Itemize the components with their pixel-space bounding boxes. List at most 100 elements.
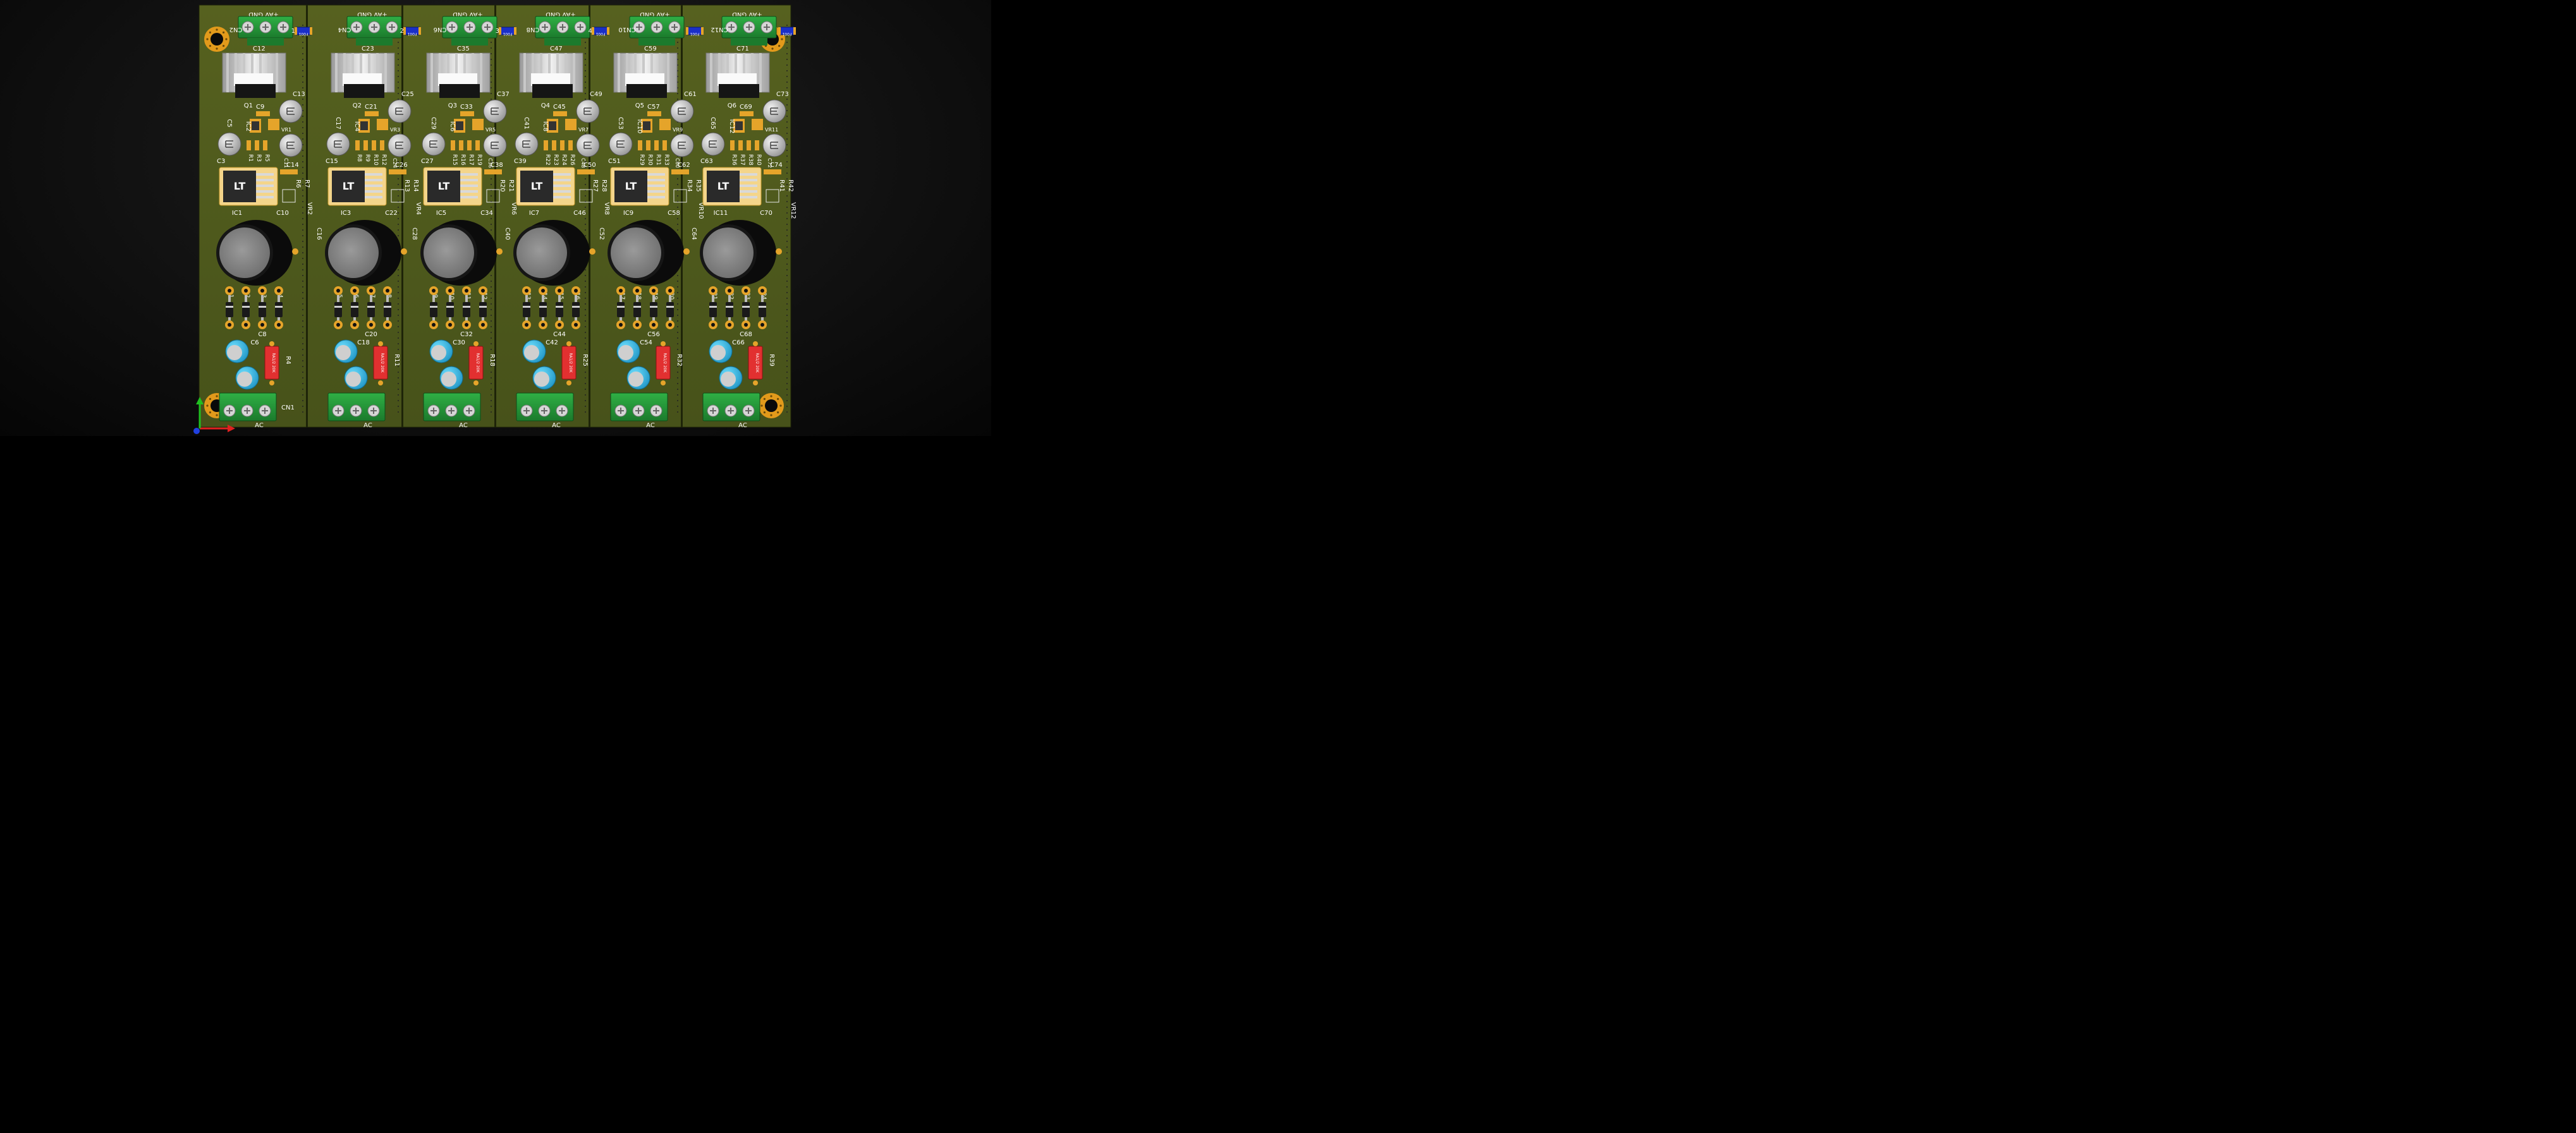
diode-band — [463, 306, 470, 308]
diode-body — [572, 302, 580, 317]
mounting-hole-via — [216, 47, 218, 50]
via-dot — [302, 82, 303, 83]
via-dot — [491, 82, 492, 83]
via-dot — [302, 110, 303, 111]
resistor-label: R29 — [638, 154, 645, 166]
heatsink-fin — [335, 53, 338, 92]
diode-hole — [668, 289, 672, 293]
cap-rect-small-label: C56 — [647, 331, 660, 338]
heatsink-fin — [759, 53, 762, 92]
heatsink-fin — [360, 53, 362, 92]
cap-right-bottom-mark — [286, 142, 295, 149]
bottom-ac-label: AC — [552, 422, 561, 429]
regulator-label: Q5 — [635, 102, 644, 109]
cap-right-bottom-label: C74 — [770, 162, 783, 169]
via-dot — [677, 406, 678, 407]
diode-lead — [745, 295, 747, 303]
big-cap-label: C40 — [504, 227, 511, 240]
via-dot — [585, 53, 586, 54]
resistor-label: R19 — [476, 154, 482, 166]
power-resistor-pad — [378, 341, 383, 346]
via-dot — [491, 207, 492, 208]
diode-hole — [277, 289, 281, 293]
fuse-label: F001 — [298, 32, 308, 36]
cap-right-top-label: C49 — [590, 91, 602, 98]
fuse-pad — [514, 27, 516, 35]
cap-bottom-small-label: C22 — [385, 210, 398, 217]
via-dot — [302, 25, 303, 26]
via-dot — [398, 195, 399, 197]
heatsink-fin — [243, 53, 245, 92]
via-dot — [302, 155, 303, 157]
resistor-pair-right-label: R28 — [601, 179, 607, 192]
op-ic-label: IC2 — [245, 121, 252, 131]
via-dot — [585, 235, 586, 236]
diode-hole — [386, 289, 389, 293]
trim-bottom-outline — [579, 189, 593, 203]
via-dot — [491, 195, 492, 197]
via-dot — [786, 309, 788, 310]
via-dot — [677, 281, 678, 282]
via-dot — [302, 286, 303, 288]
ldo-ic-lead — [460, 179, 478, 181]
via-dot — [786, 337, 788, 339]
via-dot — [786, 161, 788, 162]
via-dot — [677, 332, 678, 333]
ldo-ic-label: IC3 — [341, 210, 351, 217]
ldo-ic-label: IC5 — [436, 210, 446, 217]
terminal-screw-slot — [467, 24, 473, 30]
via-dot — [398, 326, 399, 327]
via-dot — [398, 309, 399, 310]
diode-band — [650, 306, 657, 308]
via-dot — [302, 303, 303, 305]
cap-left-ring-label: C29 — [430, 117, 437, 130]
via-dot — [786, 76, 788, 77]
top-terminal-base — [731, 38, 767, 45]
op-ic-body — [735, 121, 743, 130]
via-dot — [786, 298, 788, 299]
via-dot — [302, 281, 303, 282]
op-ic-body — [456, 121, 463, 130]
via-dot — [786, 246, 788, 248]
cap-left-label: C63 — [700, 158, 713, 165]
via-dot — [786, 212, 788, 214]
resistor-label: R5 — [264, 154, 270, 162]
via-dot — [398, 298, 399, 299]
via-dot — [677, 320, 678, 322]
ldo-ic-lead — [365, 196, 382, 198]
diode-body — [709, 302, 717, 317]
board-section-gap — [494, 5, 496, 427]
via-dot — [786, 116, 788, 117]
cap-right-top-mark — [770, 107, 778, 115]
via-dot — [491, 87, 492, 88]
terminal-screw-slot — [577, 24, 583, 30]
via-dot — [677, 161, 678, 162]
resistor-pad — [552, 140, 556, 150]
axis-y-arrow — [196, 397, 204, 404]
via-dot — [786, 229, 788, 231]
diode-lead — [449, 317, 451, 321]
regulator-tab — [343, 73, 382, 86]
via-dot — [585, 87, 586, 88]
terminal-screw-slot — [746, 24, 752, 30]
via-dot — [398, 42, 399, 43]
via-dot — [491, 315, 492, 316]
diode-lead — [558, 295, 561, 303]
ldo-ic-lead — [460, 185, 478, 187]
heatsink-fin — [368, 53, 370, 92]
diode-hole — [652, 289, 656, 293]
via-dot — [302, 150, 303, 151]
via-dot — [491, 320, 492, 322]
blue-cap-top — [618, 345, 633, 360]
via-dot — [786, 269, 788, 270]
ldo-ic-lead — [553, 173, 571, 176]
via-dot — [585, 207, 586, 208]
blue-cap-top — [431, 345, 446, 360]
resistor-pair-right-label: R7 — [303, 179, 310, 188]
fuse-pad — [295, 27, 297, 35]
diode-hole — [744, 289, 748, 293]
resistor-pair-left-label: R27 — [592, 179, 599, 192]
via-dot — [398, 292, 399, 293]
diode-band — [367, 306, 375, 308]
via-dot — [302, 218, 303, 219]
